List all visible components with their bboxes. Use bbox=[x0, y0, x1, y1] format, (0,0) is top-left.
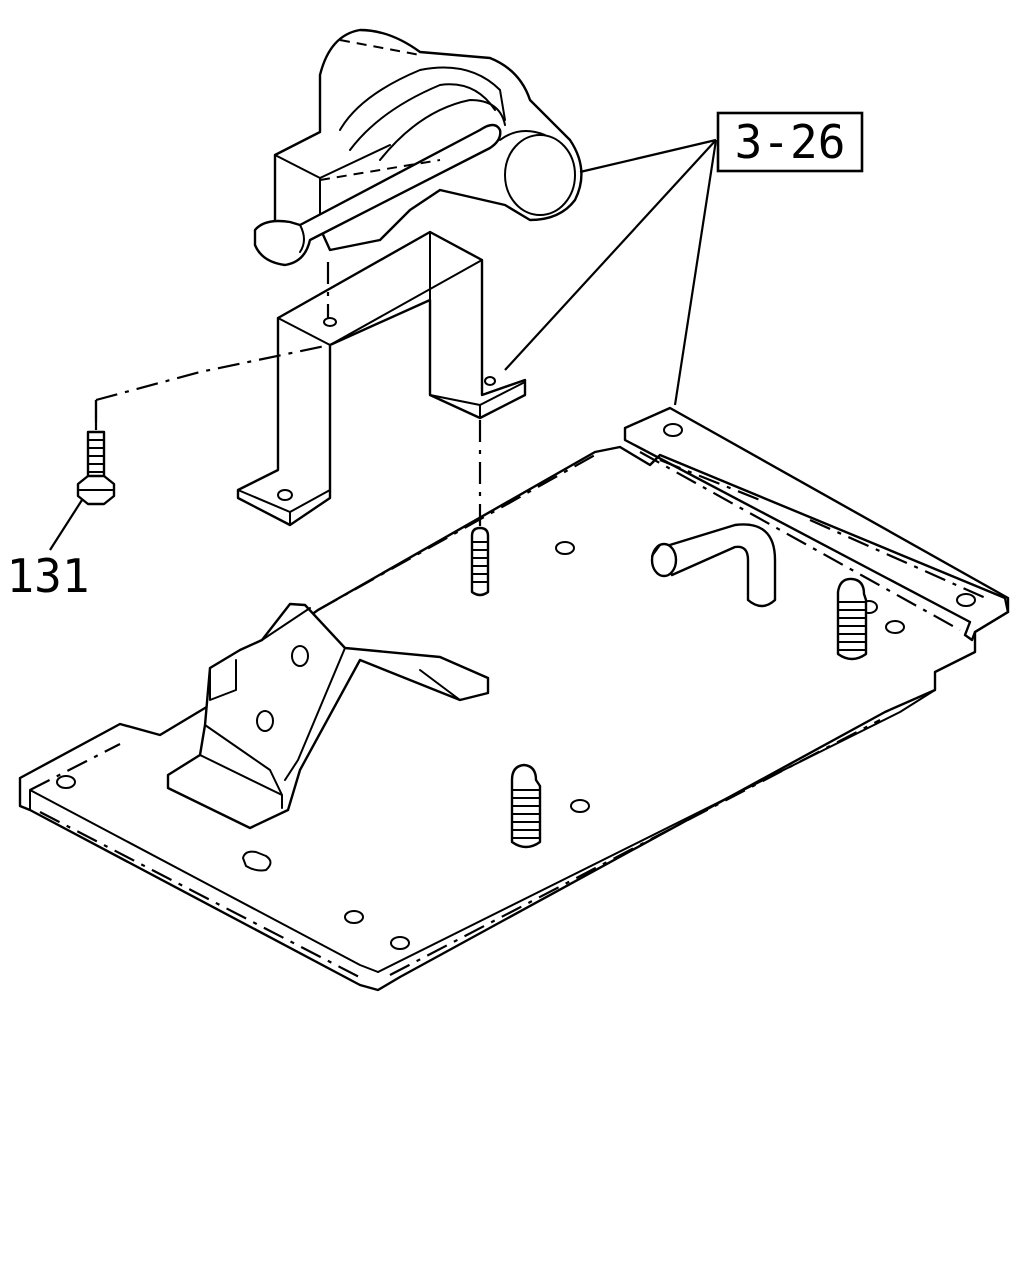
u-bracket bbox=[236, 230, 527, 527]
ref-label: 3-26 bbox=[735, 115, 846, 169]
callout-box bbox=[716, 111, 864, 173]
stud-right bbox=[836, 577, 868, 661]
callout-3-26[interactable]: 3-26 bbox=[716, 111, 864, 173]
base-plate bbox=[18, 406, 1010, 992]
bolt-131 bbox=[76, 430, 116, 506]
callout-131[interactable]: 131 bbox=[6, 549, 89, 603]
stud-center bbox=[470, 526, 490, 597]
pipe-fitting bbox=[650, 523, 777, 608]
stud-left bbox=[510, 763, 542, 849]
plate-mount-bracket bbox=[166, 602, 490, 830]
part-label: 131 bbox=[6, 549, 89, 603]
switch-assembly bbox=[253, 28, 583, 267]
leader-lines bbox=[49, 138, 718, 551]
